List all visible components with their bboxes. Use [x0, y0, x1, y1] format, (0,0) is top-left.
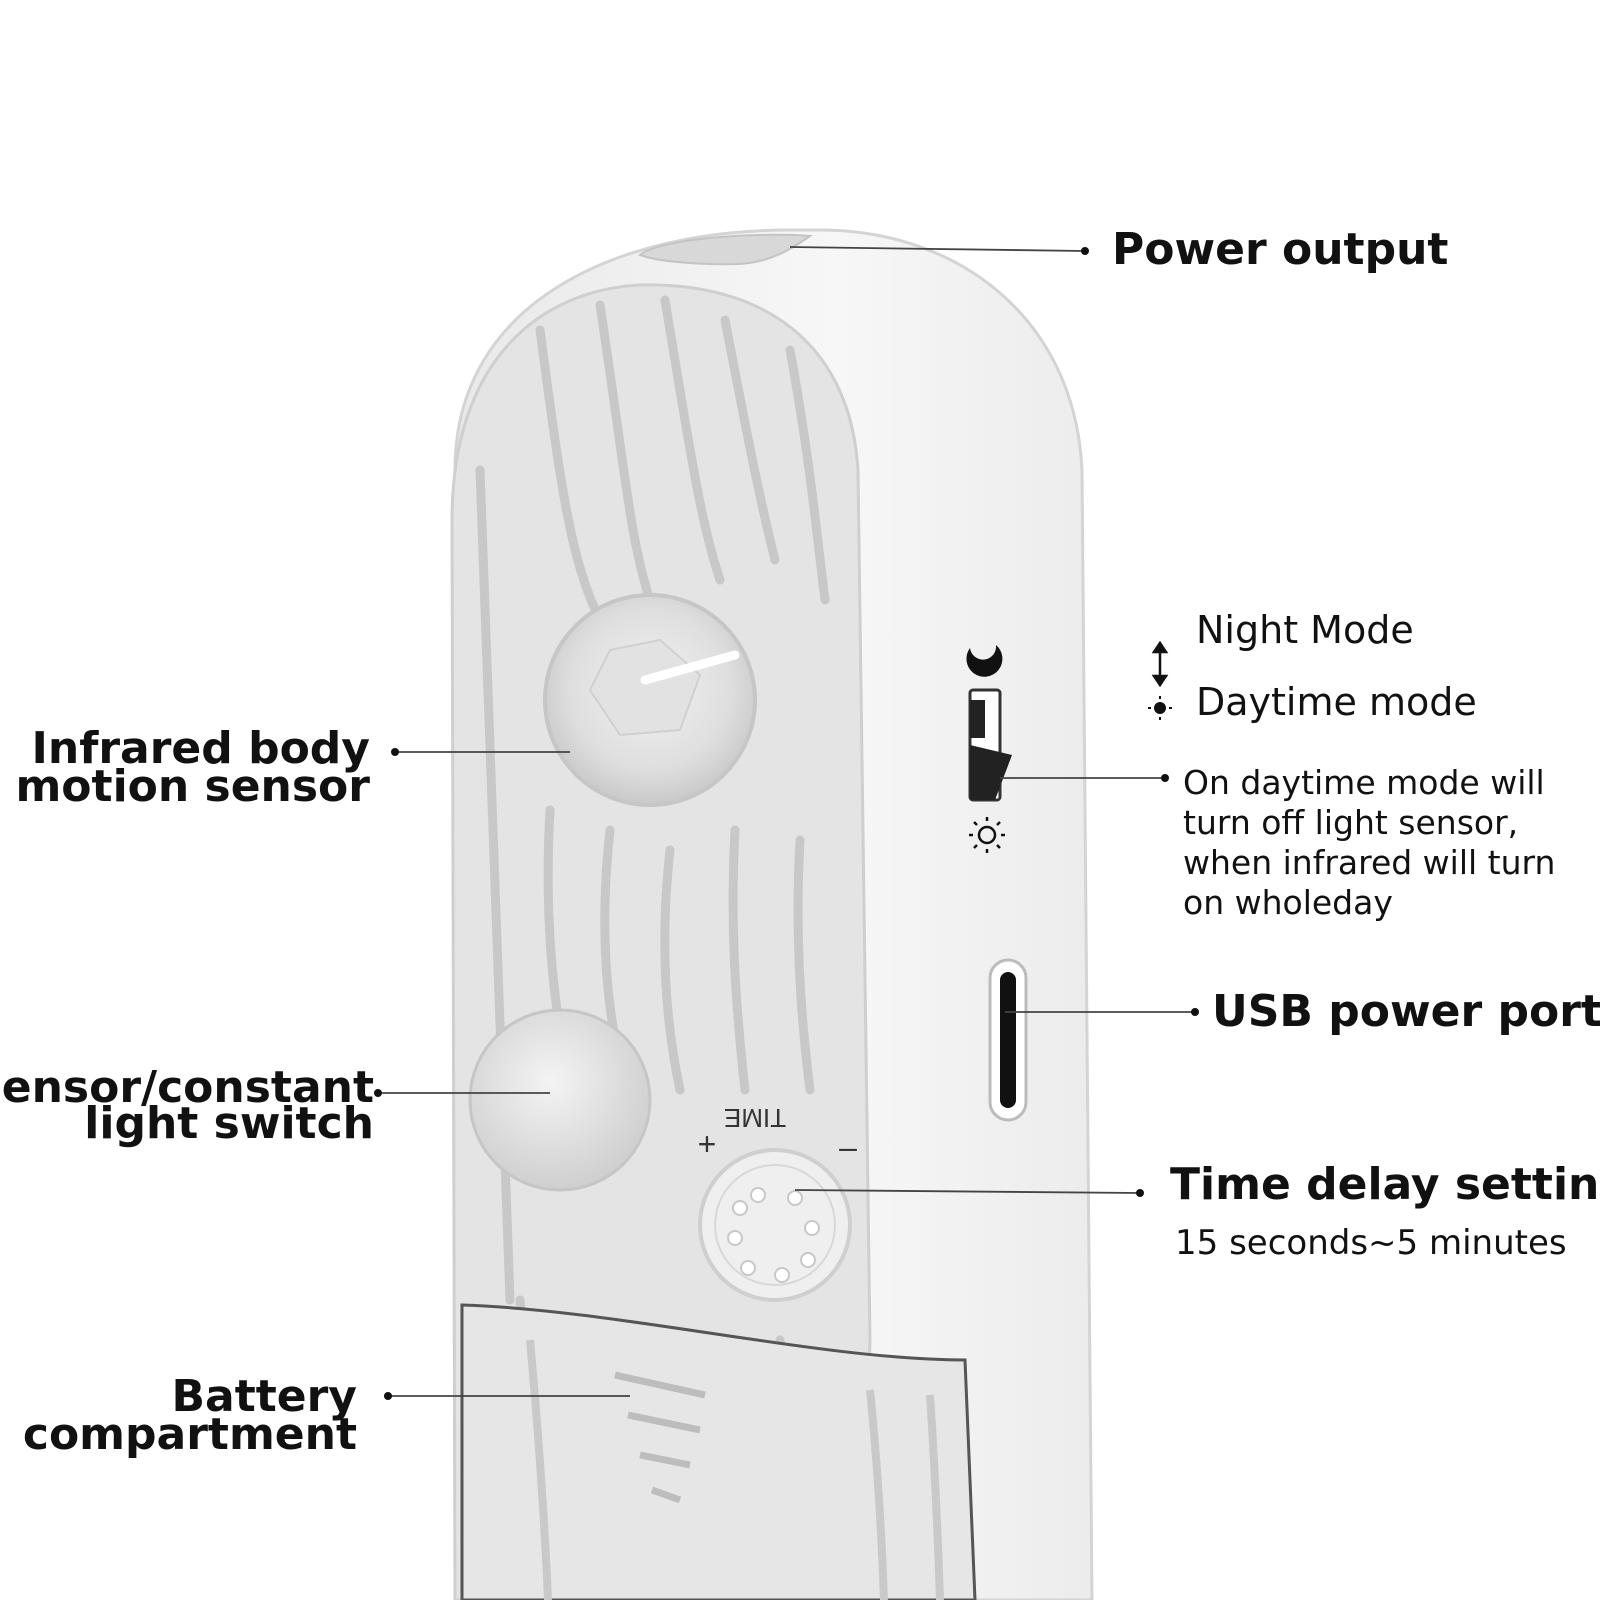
time-marking: TIME [724, 1103, 786, 1133]
time-dial [698, 1148, 852, 1302]
arrow-icon [1151, 640, 1169, 688]
power-output-cap [638, 233, 813, 266]
infrared-sensor-label: Infrared body motion sensor [15, 723, 371, 812]
sun-icon [1148, 696, 1172, 720]
battery-compartment-label: Battery compartment [22, 1371, 357, 1460]
day-night-switch [968, 688, 1012, 802]
infrared-lens [543, 593, 757, 807]
moon-icon [1156, 618, 1172, 635]
mode-switch-button [468, 1008, 652, 1192]
power-output-label: Power output [1112, 224, 1449, 275]
time-delay-range: 15 seconds~5 minutes [1175, 1223, 1567, 1263]
minus-marking: – [839, 1129, 857, 1165]
night-mode-label: Night Mode [1196, 608, 1414, 652]
switch-sun-icon [969, 817, 1005, 853]
daytime-note-line: on wholeday [1183, 883, 1393, 922]
infrared-sensor-label-line1: Infrared body [31, 723, 371, 774]
battery-label-line2: compartment [22, 1409, 357, 1460]
time-delay-label: Time delay setting [1170, 1159, 1600, 1210]
usb-port-label: USB power port [1212, 986, 1600, 1037]
daytime-note-line: when infrared will turn [1183, 843, 1556, 882]
sensor-switch-label-line1: Sensor/constant [0, 1062, 374, 1113]
battery-label-line1: Battery [171, 1371, 357, 1422]
daytime-note-line: On daytime mode will [1183, 763, 1545, 802]
battery-lid [460, 1303, 977, 1600]
plus-marking: + [698, 1126, 717, 1162]
switch-moon-icon [966, 645, 1003, 677]
leader-dots [374, 247, 1199, 1400]
battery-ridges [526, 1339, 944, 1600]
leader-lines [378, 246, 1195, 1397]
sensor-switch-label: Sensor/constant light switch [0, 1062, 374, 1149]
daytime-note-line: turn off light sensor, [1183, 803, 1519, 842]
daytime-mode-note: On daytime mode will turn off light sens… [1183, 763, 1555, 923]
battery-arrow [614, 1371, 706, 1504]
infrared-sensor-label-line2: motion sensor [15, 761, 370, 812]
sensor-switch-label-line2: light switch [84, 1098, 374, 1149]
daytime-mode-label: Daytime mode [1196, 680, 1477, 724]
usb-port [988, 958, 1028, 1122]
